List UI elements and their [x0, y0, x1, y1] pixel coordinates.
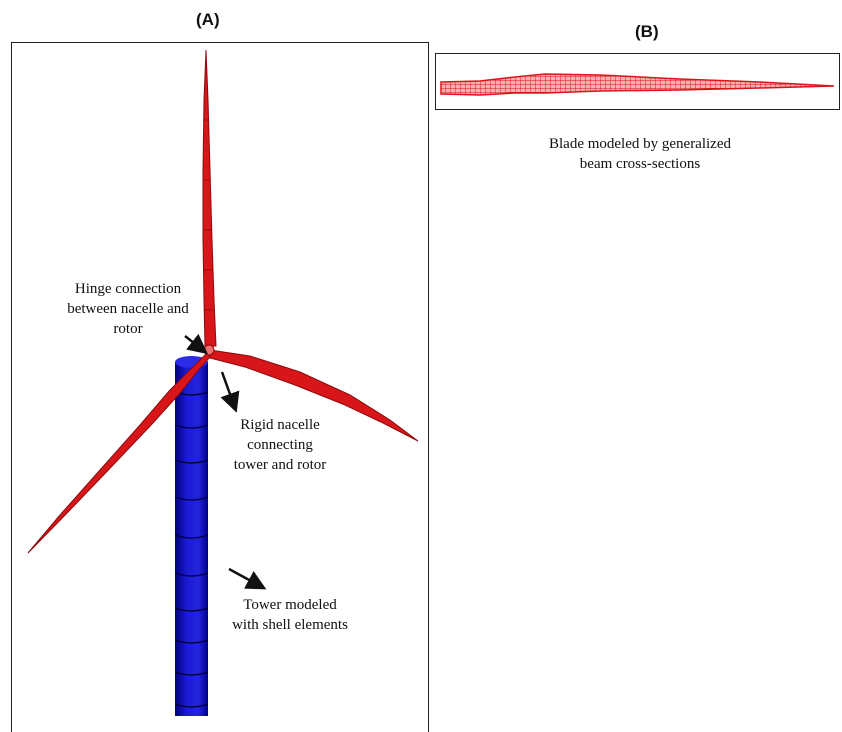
tower-arrow [228, 567, 267, 590]
panel-a-label: (A) [196, 10, 220, 29]
blade-upper-sections [203, 119, 214, 311]
caption-line: with shell elements [232, 617, 348, 633]
tower [174, 356, 209, 716]
panel-a-frame [11, 42, 429, 732]
panel-b-label: (B) [635, 22, 659, 41]
caption-line: rotor [113, 321, 143, 337]
caption-line: Rigid nacelle [240, 417, 320, 433]
blade-left [27, 351, 211, 554]
blade-beam-model [440, 73, 835, 96]
turbine-model-illustration [27, 49, 835, 716]
blade-upper [202, 49, 217, 347]
blade-right [209, 349, 419, 442]
caption-line: between nacelle and [67, 301, 189, 317]
caption-line: tower and rotor [233, 457, 327, 473]
panel-b-frame [435, 53, 840, 110]
caption-line: Hinge connection [74, 281, 182, 297]
hinge-arrow [184, 333, 208, 355]
tower-caption: Tower modeled with shell elements [200, 595, 380, 635]
caption-line: connecting [247, 437, 313, 453]
tower-shell-element-lines [174, 391, 209, 708]
tower-shell [175, 362, 208, 716]
caption-line: Tower modeled [243, 597, 337, 613]
blade-beam-cross-sections [440, 73, 835, 96]
rigid-nacelle-caption: Rigid nacelle connecting tower and rotor [210, 415, 350, 475]
nacelle-arrow [220, 371, 240, 413]
hinge-connection-caption: Hinge connection between nacelle and rot… [33, 279, 223, 339]
caption-line: Blade modeled by generalized [548, 136, 731, 152]
hub [203, 344, 215, 356]
blade-caption: Blade modeled by generalized beam cross-… [505, 134, 775, 174]
rotor-blades [27, 49, 419, 554]
caption-line: beam cross-sections [579, 156, 701, 172]
